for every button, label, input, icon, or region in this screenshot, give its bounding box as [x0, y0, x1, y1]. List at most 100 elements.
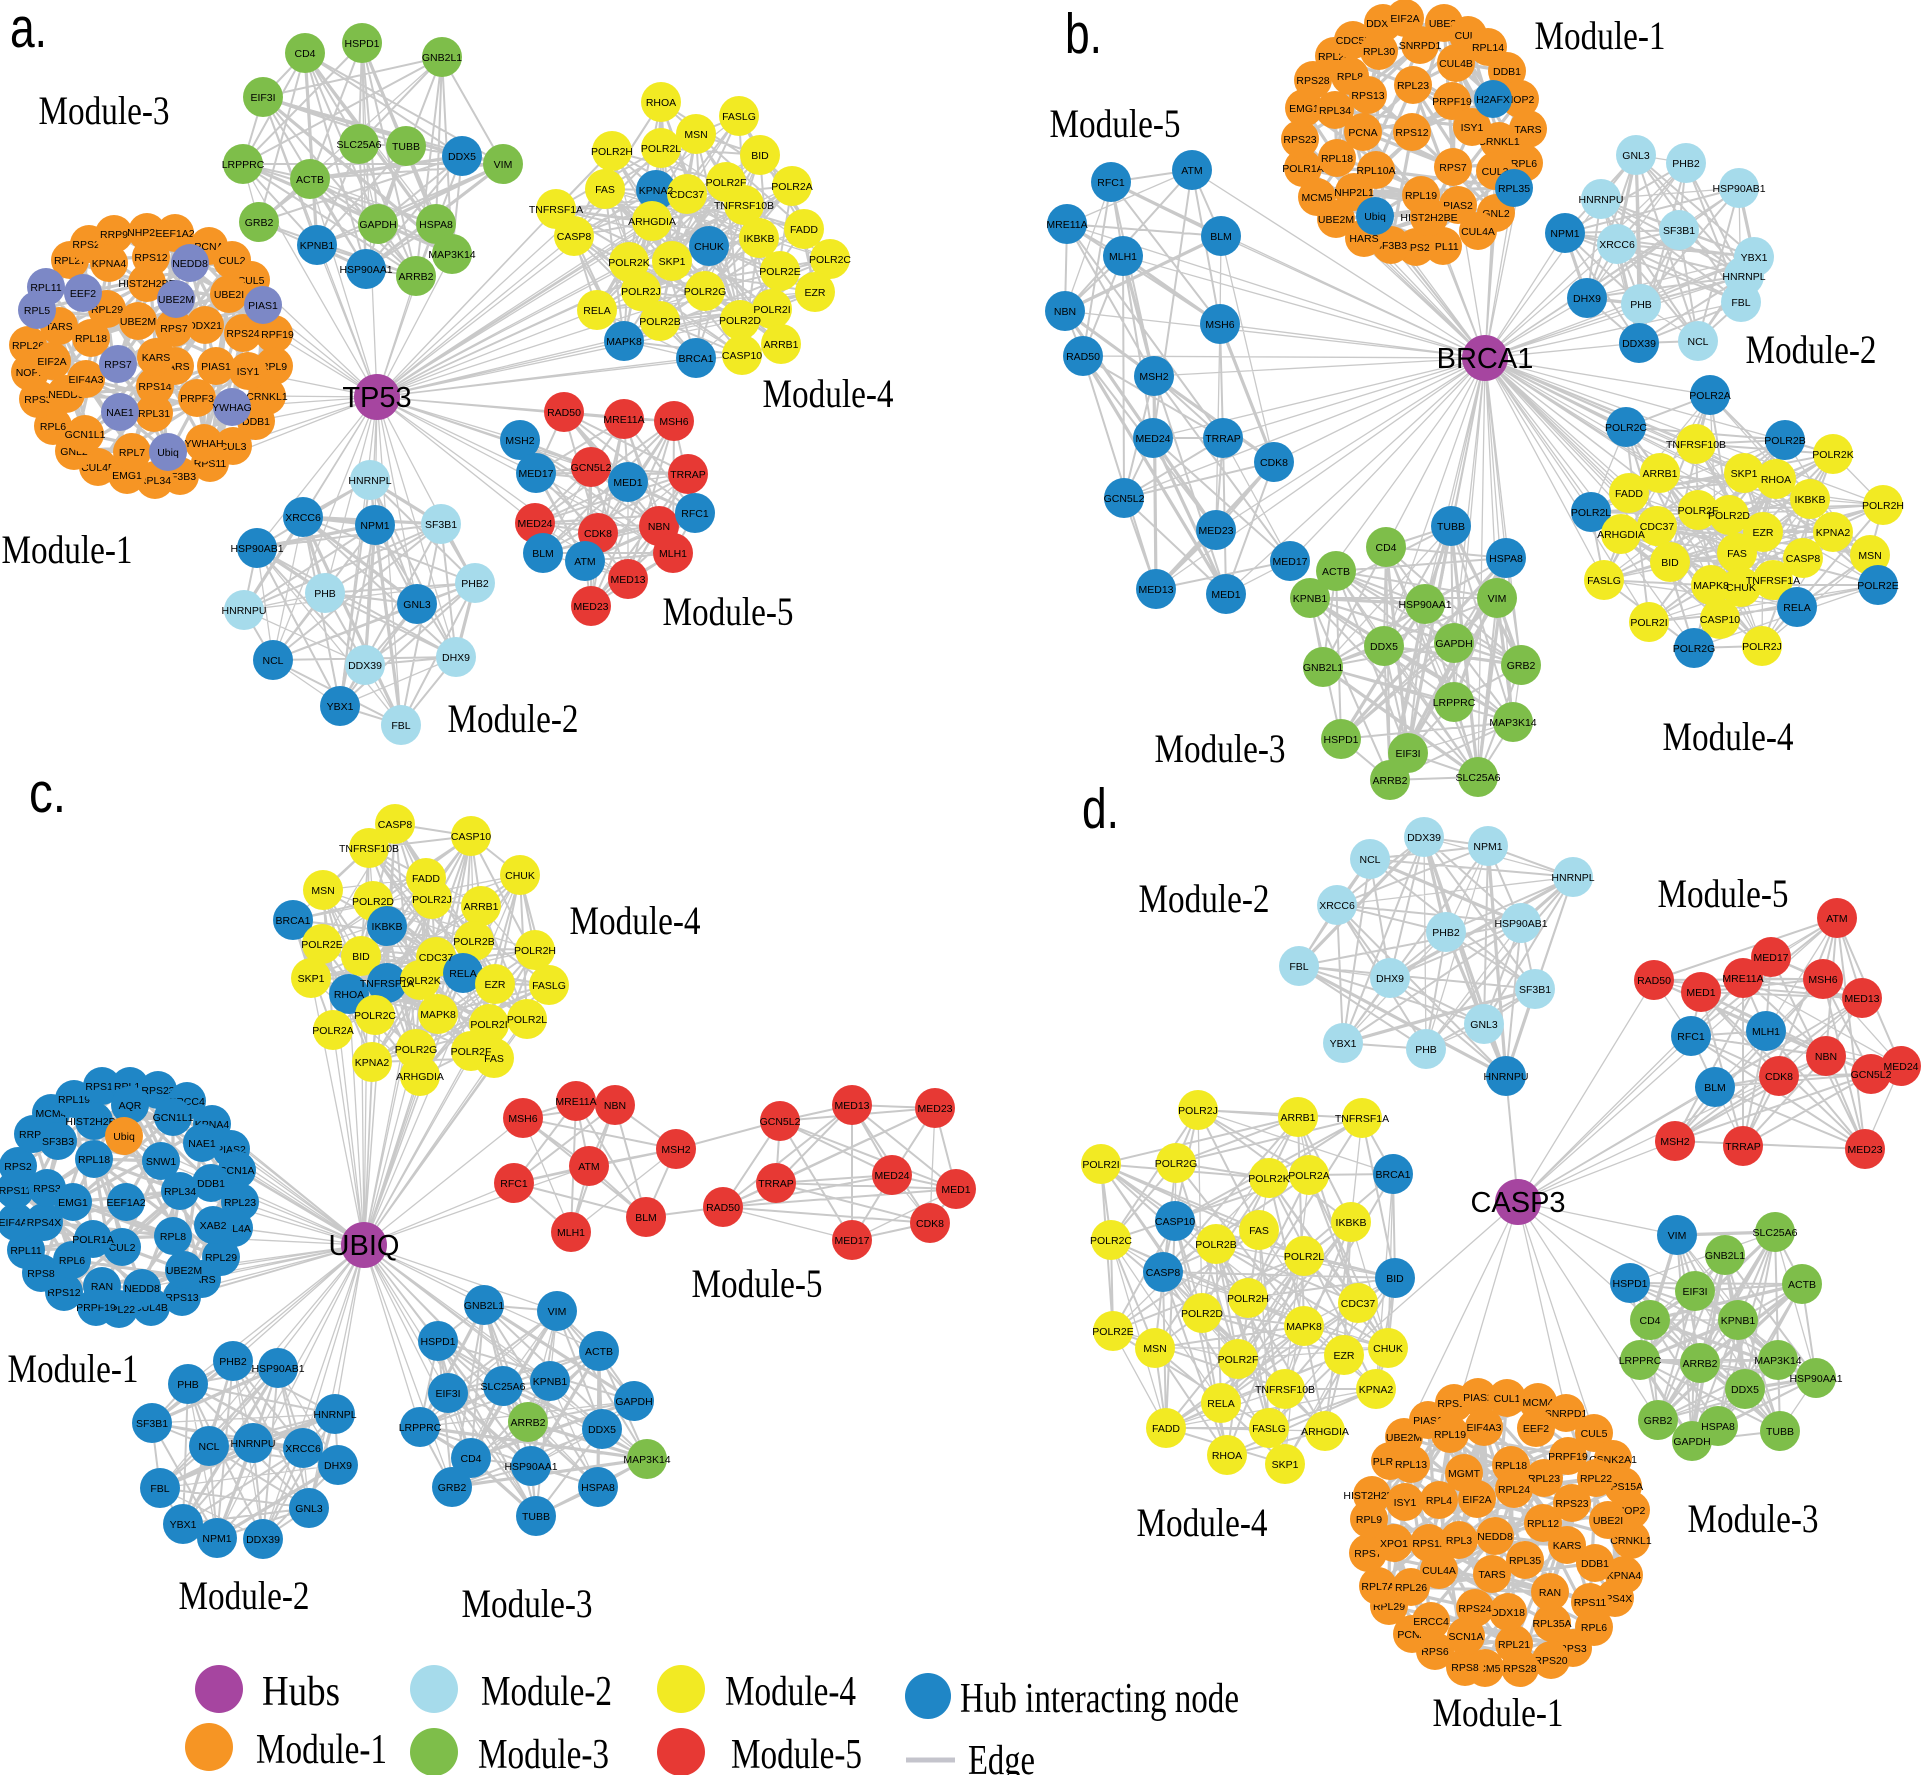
svg-text:YBX1: YBX1 — [170, 1519, 197, 1531]
svg-text:TARS: TARS — [45, 321, 72, 333]
svg-text:MSH6: MSH6 — [659, 416, 688, 428]
svg-text:EIF3I: EIF3I — [1395, 748, 1420, 760]
svg-text:NEDD8: NEDD8 — [1477, 1531, 1513, 1543]
svg-text:DHX9: DHX9 — [1573, 293, 1601, 305]
svg-text:RPL3: RPL3 — [1446, 1535, 1472, 1547]
svg-text:POLR2K: POLR2K — [1248, 1173, 1289, 1185]
svg-text:RPS7: RPS7 — [1439, 162, 1467, 174]
svg-text:YWHAH: YWHAH — [184, 438, 223, 450]
svg-text:MLH1: MLH1 — [557, 1227, 585, 1239]
svg-text:Module-4: Module-4 — [725, 1669, 856, 1715]
svg-text:PRPF19: PRPF19 — [1432, 96, 1472, 108]
svg-text:DDB1: DDB1 — [197, 1178, 225, 1190]
svg-text:MED23: MED23 — [1847, 1144, 1882, 1156]
svg-text:RHOA: RHOA — [1212, 1450, 1242, 1462]
svg-text:TUBB: TUBB — [1766, 1426, 1794, 1438]
svg-text:POLR2D: POLR2D — [1708, 510, 1750, 522]
svg-text:UBE2I: UBE2I — [214, 289, 244, 301]
svg-text:RPL21: RPL21 — [1498, 1639, 1530, 1651]
svg-text:RPL35A: RPL35A — [1532, 1618, 1571, 1630]
svg-text:HSPD1: HSPD1 — [1323, 734, 1358, 746]
svg-text:FASLG: FASLG — [532, 980, 566, 992]
svg-text:RPS23: RPS23 — [1283, 134, 1316, 146]
svg-text:MSH6: MSH6 — [508, 1113, 537, 1125]
svg-text:POLR2C: POLR2C — [1090, 1235, 1132, 1247]
svg-text:BID: BID — [1661, 557, 1679, 569]
svg-text:CHUK: CHUK — [1373, 1343, 1403, 1355]
svg-text:H2AFX: H2AFX — [1476, 94, 1510, 106]
svg-text:PIAS1: PIAS1 — [248, 300, 278, 312]
svg-text:POLR2A: POLR2A — [312, 1025, 353, 1037]
svg-text:TRRAP: TRRAP — [1725, 1141, 1761, 1153]
svg-text:ERCC4: ERCC4 — [1413, 1616, 1449, 1628]
svg-text:Module-1: Module-1 — [1433, 1690, 1564, 1735]
svg-text:Hubs: Hubs — [262, 1669, 340, 1715]
svg-text:RPL10A: RPL10A — [1356, 165, 1395, 177]
svg-text:SCN1A: SCN1A — [219, 1165, 254, 1177]
svg-text:POLR1A: POLR1A — [72, 1234, 113, 1246]
svg-text:GNL3: GNL3 — [1470, 1019, 1498, 1031]
svg-text:PCNA: PCNA — [1348, 127, 1377, 139]
svg-text:BID: BID — [1386, 1273, 1404, 1285]
svg-text:XRCC6: XRCC6 — [1599, 239, 1635, 251]
svg-text:UBE2M: UBE2M — [120, 316, 156, 328]
svg-text:PHB2: PHB2 — [1672, 158, 1700, 170]
svg-text:XRCC6: XRCC6 — [285, 512, 321, 524]
svg-text:TP53: TP53 — [342, 382, 411, 414]
svg-text:RPL6: RPL6 — [40, 421, 66, 433]
svg-text:NAE1: NAE1 — [106, 407, 134, 419]
svg-text:NBN: NBN — [648, 521, 670, 533]
svg-text:POLR2L: POLR2L — [641, 143, 681, 155]
svg-text:PHB: PHB — [1415, 1044, 1437, 1056]
svg-text:RPL12: RPL12 — [1527, 1518, 1559, 1530]
svg-text:RPL18: RPL18 — [78, 1154, 110, 1166]
svg-text:GCN5L2: GCN5L2 — [571, 462, 612, 474]
svg-text:POLR2I: POLR2I — [1630, 617, 1667, 629]
svg-text:HNRNPL: HNRNPL — [313, 1409, 356, 1421]
svg-text:CASP8: CASP8 — [557, 231, 592, 243]
svg-text:RPL34: RPL34 — [139, 475, 171, 487]
svg-text:MLH1: MLH1 — [659, 548, 687, 560]
svg-text:MAP3K14: MAP3K14 — [623, 1454, 670, 1466]
svg-text:RHOA: RHOA — [1761, 474, 1791, 486]
svg-text:CUL2: CUL2 — [219, 255, 246, 267]
svg-text:RELA: RELA — [1783, 602, 1810, 614]
svg-text:RPS7: RPS7 — [160, 323, 188, 335]
svg-text:KPNB1: KPNB1 — [1293, 593, 1328, 605]
svg-text:UBIQ: UBIQ — [329, 1230, 400, 1262]
svg-text:POLR2F: POLR2F — [1218, 1354, 1259, 1366]
svg-text:FASLG: FASLG — [1252, 1423, 1286, 1435]
svg-text:KPNB1: KPNB1 — [1721, 1315, 1756, 1327]
svg-text:RPL29: RPL29 — [91, 304, 123, 316]
svg-text:CASP10: CASP10 — [1700, 614, 1740, 626]
svg-text:FAS: FAS — [1727, 548, 1747, 560]
svg-text:MRE11A: MRE11A — [1722, 973, 1763, 985]
svg-text:IKBKB: IKBKB — [1336, 1217, 1367, 1229]
svg-text:RPS28: RPS28 — [1503, 1663, 1536, 1675]
svg-text:RPL26: RPL26 — [1395, 1582, 1427, 1594]
svg-text:EEF2: EEF2 — [70, 288, 96, 300]
svg-text:POLR2B: POLR2B — [639, 316, 680, 328]
svg-text:ATM: ATM — [574, 556, 595, 568]
svg-text:MSH6: MSH6 — [1205, 319, 1234, 331]
svg-text:POLR2K: POLR2K — [399, 975, 440, 987]
svg-text:FASLG: FASLG — [722, 111, 756, 123]
svg-text:TRRAP: TRRAP — [670, 469, 706, 481]
svg-text:POLR2G: POLR2G — [1155, 1158, 1198, 1170]
svg-text:RPS11: RPS11 — [1574, 1597, 1607, 1609]
svg-text:HNRNPL: HNRNPL — [1551, 872, 1594, 884]
svg-text:POLR2H: POLR2H — [1227, 1293, 1269, 1305]
svg-text:DHX9: DHX9 — [442, 652, 470, 664]
svg-text:POLR2L: POLR2L — [1284, 1251, 1324, 1263]
svg-text:CASP10: CASP10 — [451, 831, 491, 843]
svg-text:SF3B3: SF3B3 — [42, 1136, 74, 1148]
svg-text:GNB2L1: GNB2L1 — [1705, 1250, 1745, 1262]
svg-text:HSP90AA1: HSP90AA1 — [1398, 599, 1451, 611]
svg-text:DDX39: DDX39 — [246, 1534, 280, 1546]
svg-text:YBX1: YBX1 — [1741, 252, 1768, 264]
svg-text:ARRB1: ARRB1 — [463, 901, 498, 913]
svg-text:LRPPRC: LRPPRC — [1619, 1355, 1662, 1367]
svg-text:RPL9: RPL9 — [1356, 1514, 1382, 1526]
svg-text:HIST2H2BE: HIST2H2BE — [65, 1116, 122, 1128]
svg-text:RAD50: RAD50 — [547, 407, 581, 419]
